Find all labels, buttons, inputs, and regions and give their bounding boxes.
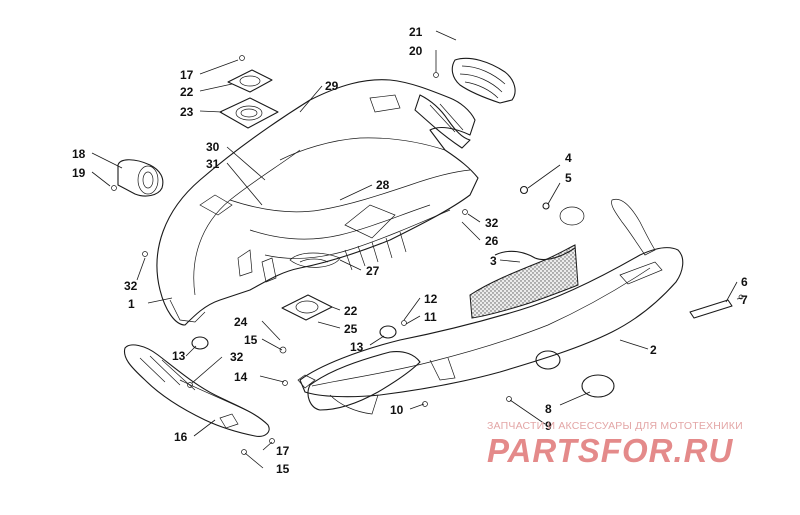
callout-21: 21	[409, 25, 423, 39]
callout-31: 31	[206, 157, 220, 171]
side-panel	[299, 198, 684, 415]
callout-9: 9	[545, 419, 552, 433]
watermark-tagline: ЗАПЧАСТИ И АКСЕССУАРЫ ДЛЯ МОТОТЕХНИКИ	[487, 420, 743, 432]
callout-24: 24	[234, 315, 248, 329]
callout-26: 26	[485, 234, 499, 248]
callout-7: 7	[741, 293, 748, 307]
callout-1: 1	[128, 297, 135, 311]
callout-14: 14	[234, 370, 248, 384]
callout-6: 6	[741, 275, 748, 289]
callout-2: 2	[650, 343, 657, 357]
callout-12: 12	[424, 292, 438, 306]
callout-18: 18	[72, 147, 86, 161]
callout-32-left: 32	[124, 279, 138, 293]
callout-17-bottom: 17	[276, 444, 290, 458]
callout-29: 29	[325, 79, 339, 93]
tunnel-side-panel	[414, 57, 516, 149]
callout-16: 16	[174, 430, 188, 444]
callout-28: 28	[376, 178, 390, 192]
callout-22-bottom: 22	[344, 304, 358, 318]
leader-lines	[91, 30, 743, 469]
callout-13-center: 13	[350, 340, 364, 354]
intake-silencer	[117, 159, 164, 197]
belly-pan-shell	[156, 79, 479, 326]
callout-19: 19	[72, 166, 86, 180]
callout-17-top: 17	[180, 68, 194, 82]
watermark-brand: PARTSFOR.RU	[487, 432, 734, 469]
lower-center-panel	[297, 351, 421, 411]
callout-11: 11	[424, 310, 437, 324]
callout-8: 8	[545, 402, 552, 416]
callout-27: 27	[366, 264, 380, 278]
callout-32-right: 32	[485, 216, 499, 230]
callout-3: 3	[490, 254, 497, 268]
callout-4: 4	[565, 151, 572, 165]
callout-32-bottom: 32	[230, 350, 244, 364]
callout-13-left: 13	[172, 349, 186, 363]
callout-22-top: 22	[180, 85, 194, 99]
callout-30: 30	[206, 140, 220, 154]
callout-15-lower: 15	[276, 462, 290, 476]
gasket-bottom	[281, 294, 333, 321]
front-skid	[123, 344, 270, 437]
hardware	[111, 55, 744, 455]
callout-10: 10	[390, 403, 404, 417]
callout-5: 5	[565, 171, 572, 185]
callout-labels: 1 2 3 4 5 6 7 8 9 10 11 12 13 13 14 15 1…	[72, 25, 748, 476]
callout-23: 23	[180, 105, 194, 119]
callout-20: 20	[409, 44, 423, 58]
callout-25: 25	[344, 322, 358, 336]
gasket-top	[219, 69, 279, 129]
callout-15-upper: 15	[244, 333, 258, 347]
